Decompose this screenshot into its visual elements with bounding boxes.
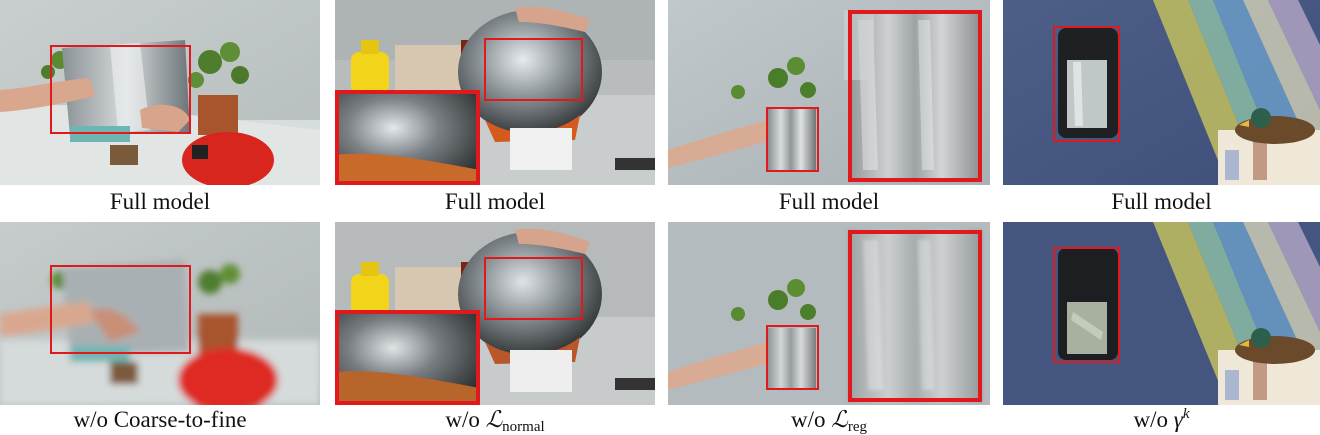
highlight-box <box>766 325 819 390</box>
caption-wo-gamma-k: w/o γk <box>1133 406 1190 433</box>
image-kettle-full-model <box>668 0 990 185</box>
highlight-box <box>1053 247 1120 363</box>
caption-wo-l-normal: w/o ℒnormal <box>445 407 545 435</box>
image-kettle-ablation <box>668 222 990 405</box>
highlight-box <box>50 45 191 134</box>
highlight-box <box>50 265 191 354</box>
image-foil-ablation <box>0 222 320 405</box>
highlight-box <box>484 257 583 320</box>
zoom-inset-box <box>335 90 480 185</box>
zoom-inset-box <box>848 10 982 182</box>
caption-wo-l-reg: w/o ℒreg <box>791 407 867 435</box>
caption-full-model: Full model <box>1111 189 1212 214</box>
caption-full-model: Full model <box>109 189 211 214</box>
zoom-inset-box <box>335 310 480 405</box>
image-cloth-ablation <box>1003 222 1320 405</box>
highlight-box <box>1053 26 1120 142</box>
caption-wo-coarse-to-fine: w/o Coarse-to-fine <box>73 407 247 432</box>
highlight-box <box>484 38 583 101</box>
image-bowl-full-model <box>335 0 655 185</box>
image-cloth-full-model <box>1003 0 1320 185</box>
caption-full-model: Full model <box>778 189 880 214</box>
zoom-inset-box <box>848 230 982 402</box>
image-foil-full-model <box>0 0 320 185</box>
image-bowl-ablation <box>335 222 655 405</box>
highlight-box <box>766 107 819 172</box>
caption-full-model: Full model <box>444 189 546 214</box>
